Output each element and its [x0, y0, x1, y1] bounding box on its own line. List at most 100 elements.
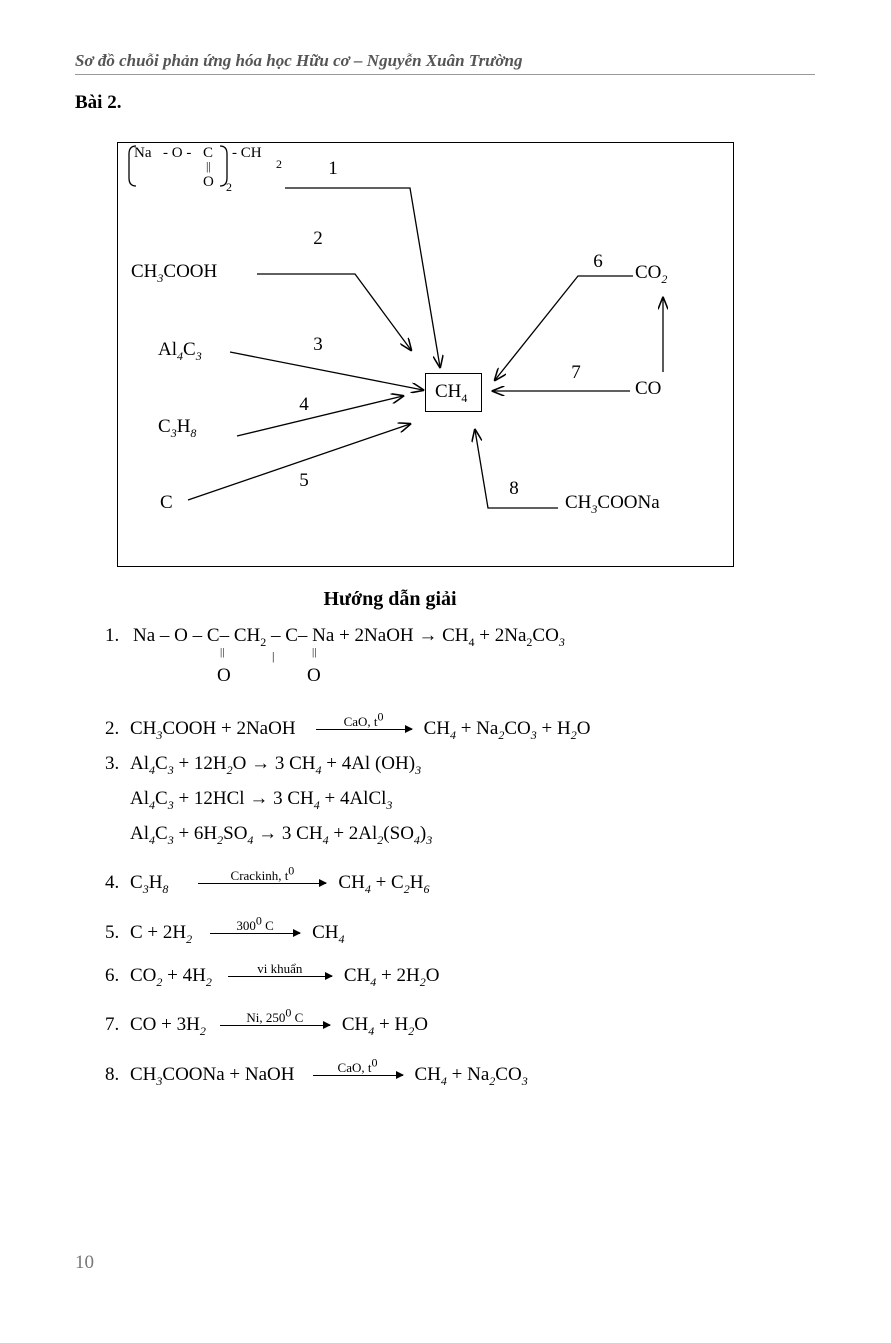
formula-text: C [183, 339, 196, 360]
na-text: Na [134, 145, 152, 161]
formula-text: Al [130, 823, 149, 844]
subscript: 8 [190, 425, 197, 440]
arrow-3 [229, 351, 423, 390]
double-bond: || [206, 159, 211, 173]
subscript: 2 [199, 1023, 206, 1038]
subscript: 3 [521, 1073, 528, 1088]
formula-text: + 6H [173, 823, 218, 844]
subscript: 2 [205, 974, 212, 989]
reaction-arrow: CaO, t0 [315, 711, 413, 734]
formula-text: C [291, 1010, 304, 1026]
formula-text: C [155, 753, 168, 774]
subscript: 3 [167, 797, 174, 812]
formula-text: CO [495, 1064, 522, 1085]
formula-text: + 4H [162, 965, 206, 986]
subscript: 2 [498, 727, 505, 742]
reaction-condition: CaO, t0 [344, 711, 384, 728]
formula-text: CH [423, 718, 450, 739]
species-co2: CO2 [635, 263, 667, 285]
subscript: 4 [413, 832, 420, 847]
species-ch3cooh: CH3COOH [131, 261, 218, 284]
ch4-box [425, 373, 482, 412]
reaction-arrow: Crackinh, t0 [198, 865, 328, 888]
subscript: 4 [364, 881, 371, 896]
formula-text: C [155, 823, 168, 844]
formula-text: CH [341, 1014, 369, 1035]
formula-text: Ni, 250 [246, 1010, 286, 1026]
subscript: 3 [170, 425, 177, 440]
arrow-8 [475, 430, 558, 509]
superscript: 0 [255, 913, 262, 928]
formula-text: Crackinh, t [230, 868, 289, 884]
subscript: 4 [313, 797, 320, 812]
diagram-lines [117, 142, 734, 567]
subscript: 3 [530, 727, 537, 742]
o-text: O [203, 174, 214, 190]
arrow-6 [495, 275, 633, 380]
formula-text: CH [312, 922, 339, 943]
eq-number: 3. [105, 753, 120, 774]
formula-text: COONa [597, 492, 660, 513]
subscript: 2 [226, 180, 232, 194]
arrow-4 [236, 396, 403, 437]
oxygen: O [217, 665, 231, 686]
formula-text: ) [419, 823, 427, 844]
subscript: 3 [195, 348, 202, 363]
formula-text: CH [131, 261, 158, 282]
formula-text: CO [635, 378, 662, 399]
eq-number: 8. [105, 1064, 120, 1085]
formula-text: C + 2H [130, 922, 187, 943]
subscript: 3 [142, 881, 149, 896]
reaction-number-3: 3 [313, 334, 323, 355]
subscript: 4 [440, 1073, 447, 1088]
formula-text: + 4AlCl [319, 788, 387, 809]
subscript: 3 [426, 832, 433, 847]
o-text: - O - [163, 145, 192, 161]
subscript: 3 [156, 1073, 163, 1088]
subscript: 4 [338, 931, 345, 946]
species-al4c3: Al4C3 [158, 339, 202, 362]
arrow-5 [187, 424, 410, 501]
equation-row: Al4C3 + 12HCl → 3 CH4 + 4AlCl3 [105, 788, 392, 811]
eq1-line: Na – O – C– CH2 – C– Na + 2NaOH → CH4 + … [133, 625, 565, 649]
subscript: 3 [156, 727, 163, 742]
header-rule [75, 74, 815, 75]
subscript: 2 [661, 271, 668, 286]
formula-text: O [425, 965, 440, 986]
equation-row: Al4C3 + 6H2SO4 → 3 CH4 + 2Al2(SO4)3 [105, 823, 432, 846]
subscript: 3 [167, 832, 174, 847]
superscript: 0 [377, 709, 384, 724]
page-number: 10 [75, 1252, 94, 1273]
formula-text: SO [223, 823, 248, 844]
reaction-condition: CaO, t0 [338, 1057, 378, 1074]
formula-text: COOH + 2NaOH [162, 718, 296, 739]
reaction-number-5: 5 [299, 470, 309, 491]
formula-text: Al [130, 788, 149, 809]
formula-text: → 3 CH [253, 823, 323, 844]
formula-text: H [409, 872, 424, 893]
eq-number: 7. [105, 1014, 120, 1035]
ch4-center: CH4 [435, 382, 467, 404]
reaction-number-6: 6 [593, 251, 603, 272]
subscript: 6 [423, 881, 430, 896]
exercise-label: Bài 2. [75, 92, 122, 113]
oxygen: O [307, 665, 321, 686]
superscript: 0 [285, 1005, 292, 1020]
subscript: 2 [408, 1023, 415, 1038]
formula-text: + C [370, 872, 404, 893]
reaction-arrow: 3000 C [210, 915, 302, 938]
formula-text: Al [130, 753, 149, 774]
formula-text: + 12HCl → 3 CH [173, 788, 314, 809]
eq-number: 4. [105, 872, 120, 893]
formula-text: H [148, 872, 163, 893]
formula-text: + Na [446, 1064, 490, 1085]
formula-text: COOH [163, 261, 218, 282]
subscript: 4 [149, 797, 155, 812]
species-co: CO [635, 379, 661, 398]
reaction-condition: Ni, 2500 C [246, 1007, 304, 1026]
subscript: 2 [403, 881, 410, 896]
